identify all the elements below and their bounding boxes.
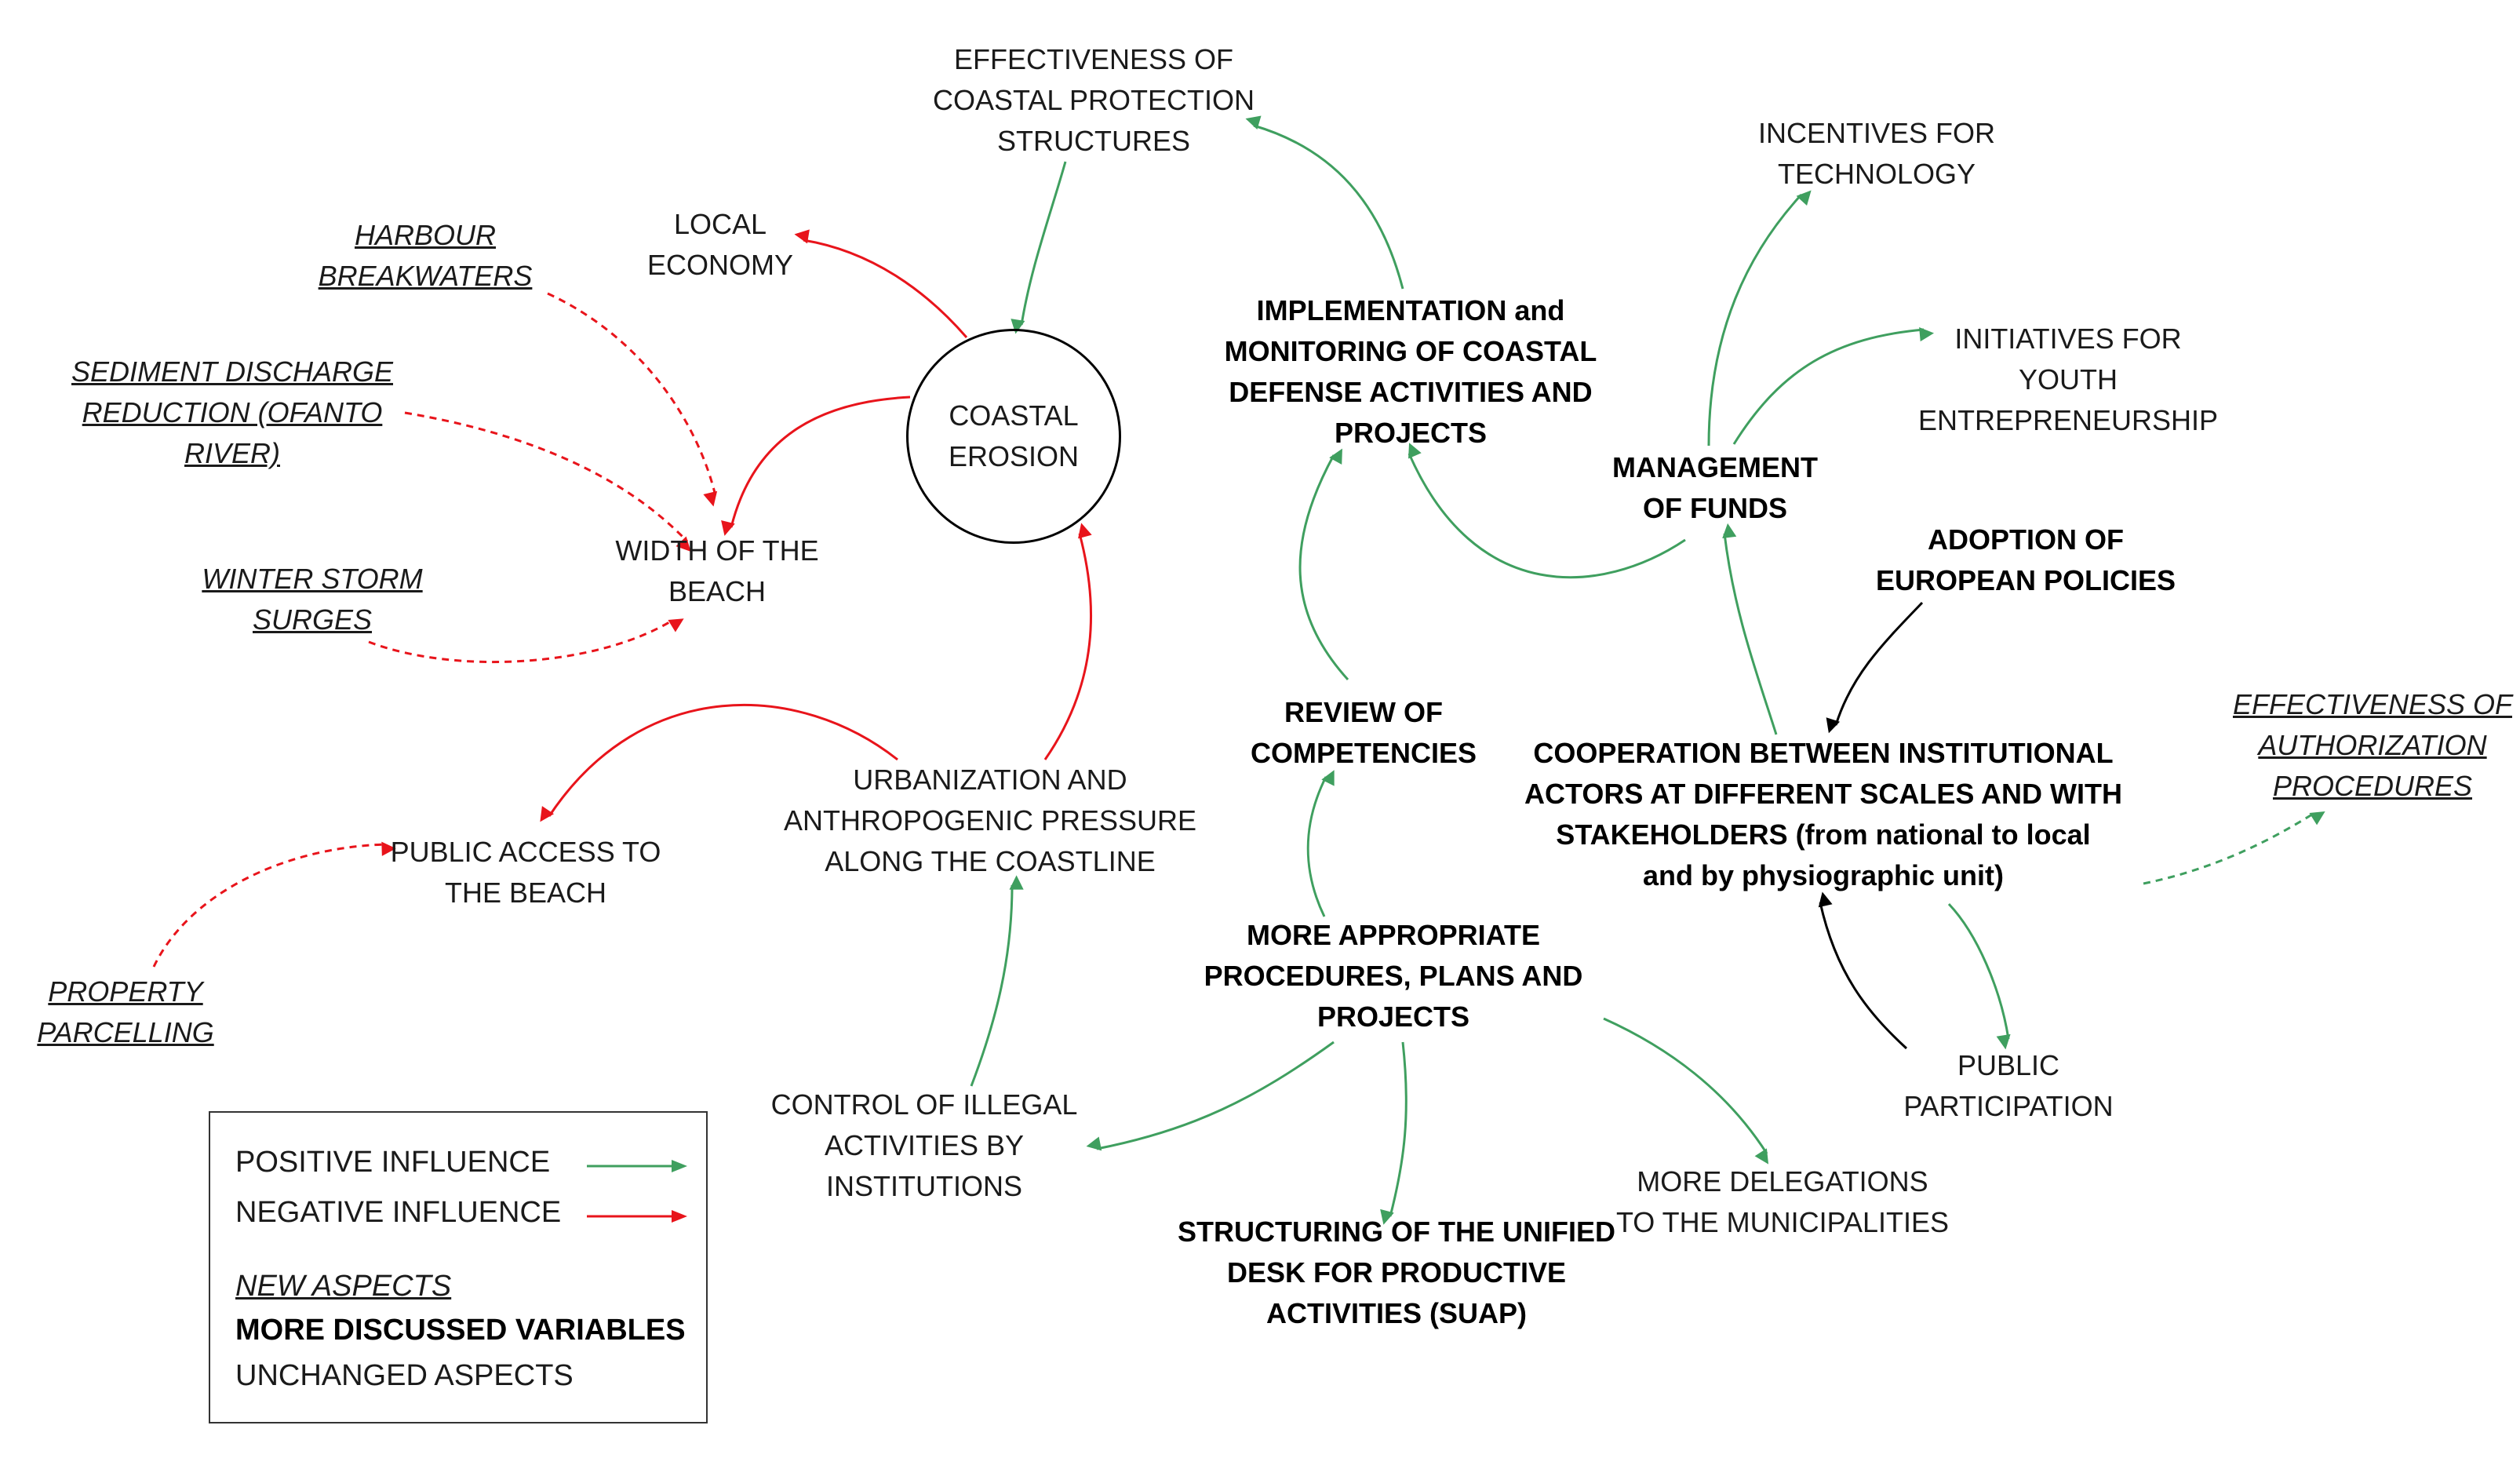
arrow-implementation-to-protection bbox=[1245, 115, 1404, 290]
arrow-cooperation-to-authorization bbox=[2143, 811, 2325, 885]
legend-positive-swatch bbox=[587, 1160, 687, 1172]
node-management-of-funds: MANAGEMENT OF FUNDS bbox=[1612, 451, 1818, 524]
arrow-review-to-implementation bbox=[1298, 448, 1349, 681]
arrow-sediment-to-width bbox=[404, 411, 691, 552]
arrow-procedures-to-delegations bbox=[1603, 1017, 1769, 1165]
node-coastal-protection-effectiveness: EFFECTIVENESS OF COASTAL PROTECTION STRU… bbox=[932, 43, 1255, 157]
arrow-management-to-implementation bbox=[1407, 443, 1686, 579]
node-public-participation: PUBLIC PARTICIPATION bbox=[1903, 1049, 2114, 1122]
node-review-of-competencies: REVIEW OF COMPETENCIES bbox=[1250, 696, 1477, 769]
node-implementation-monitoring: IMPLEMENTATION and MONITORING OF COASTAL… bbox=[1224, 294, 1597, 449]
arrow-procedures-to-structuring bbox=[1380, 1041, 1407, 1225]
arrow-urbanization-to-public-access bbox=[540, 704, 898, 822]
legend-negative-swatch bbox=[587, 1210, 687, 1223]
node-coastal-erosion: COASTAL EROSION bbox=[906, 329, 1121, 544]
node-incentives-technology: INCENTIVES FOR TECHNOLOGY bbox=[1757, 117, 1996, 190]
node-control-illegal-activities: CONTROL OF ILLEGAL ACTIVITIES BY INSTITU… bbox=[770, 1088, 1078, 1202]
arrow-procedures-to-review bbox=[1306, 770, 1335, 917]
node-authorization-procedures: EFFECTIVENESS OF AUTHORIZATION PROCEDURE… bbox=[2232, 688, 2513, 802]
arrow-cooperation-to-participation bbox=[1947, 902, 2011, 1050]
legend-new-aspects: NEW ASPECTS bbox=[235, 1270, 452, 1303]
node-width-of-beach: WIDTH OF THE BEACH bbox=[615, 534, 819, 607]
arrow-control-to-urbanization bbox=[970, 875, 1024, 1087]
legend-more-discussed: MORE DISCUSSED VARIABLES bbox=[235, 1314, 686, 1347]
node-harbour-breakwaters: HARBOUR BREAKWATERS bbox=[318, 219, 533, 292]
arrow-erosion-to-local-economy bbox=[794, 229, 968, 338]
node-winter-storm-surges: WINTER STORM SURGES bbox=[202, 563, 423, 636]
node-property-parcelling: PROPERTY PARCELLING bbox=[37, 975, 214, 1048]
arrow-harbour-to-width bbox=[547, 292, 718, 507]
arrow-procedures-to-control bbox=[1086, 1041, 1335, 1151]
node-sediment-discharge: SEDIMENT DISCHARGE REDUCTION (OFANTO RIV… bbox=[71, 355, 394, 469]
arrow-cooperation-to-management bbox=[1722, 523, 1778, 735]
node-cooperation-institutional-actors: COOPERATION BETWEEN INSTITUTIONAL ACTORS… bbox=[1524, 737, 2122, 891]
arrow-adoption-to-cooperation bbox=[1826, 601, 1924, 734]
node-public-access-beach: PUBLIC ACCESS TO THE BEACH bbox=[390, 836, 661, 909]
node-local-economy: LOCAL ECONOMY bbox=[646, 208, 794, 281]
arrow-management-to-incentives bbox=[1707, 190, 1812, 447]
arrow-property-to-public-access bbox=[152, 841, 396, 968]
legend-unchanged-aspects: UNCHANGED ASPECTS bbox=[235, 1359, 574, 1392]
legend-positive-label: POSITIVE INFLUENCE bbox=[235, 1146, 551, 1179]
node-more-appropriate-procedures: MORE APPROPRIATE PROCEDURES, PLANS AND P… bbox=[1204, 919, 1583, 1033]
arrow-erosion-to-width bbox=[721, 396, 911, 536]
arrow-winter-to-width bbox=[368, 618, 684, 664]
arrow-urbanization-to-erosion bbox=[1043, 523, 1093, 760]
node-initiatives-youth: INITIATIVES FOR YOUTH ENTREPRENEURSHIP bbox=[1917, 323, 2219, 436]
node-structuring-unified-desk: STRUCTURING OF THE UNIFIED DESK FOR PROD… bbox=[1178, 1216, 1615, 1329]
arrow-protection-to-erosion bbox=[1011, 161, 1067, 334]
node-adoption-european-policies: ADOPTION OF EUROPEAN POLICIES bbox=[1875, 523, 2176, 596]
arrow-management-to-initiatives bbox=[1732, 327, 1935, 445]
node-more-delegations-municipalities: MORE DELEGATIONS TO THE MUNICIPALITIES bbox=[1615, 1165, 1950, 1238]
node-urbanization-pressure: URBANIZATION AND ANTHROPOGENIC PRESSURE … bbox=[783, 764, 1197, 877]
legend-negative-label: NEGATIVE INFLUENCE bbox=[235, 1196, 562, 1229]
legend: POSITIVE INFLUENCE NEGATIVE INFLUENCE NE… bbox=[209, 1111, 708, 1423]
arrow-participation-to-cooperation bbox=[1818, 891, 1908, 1050]
